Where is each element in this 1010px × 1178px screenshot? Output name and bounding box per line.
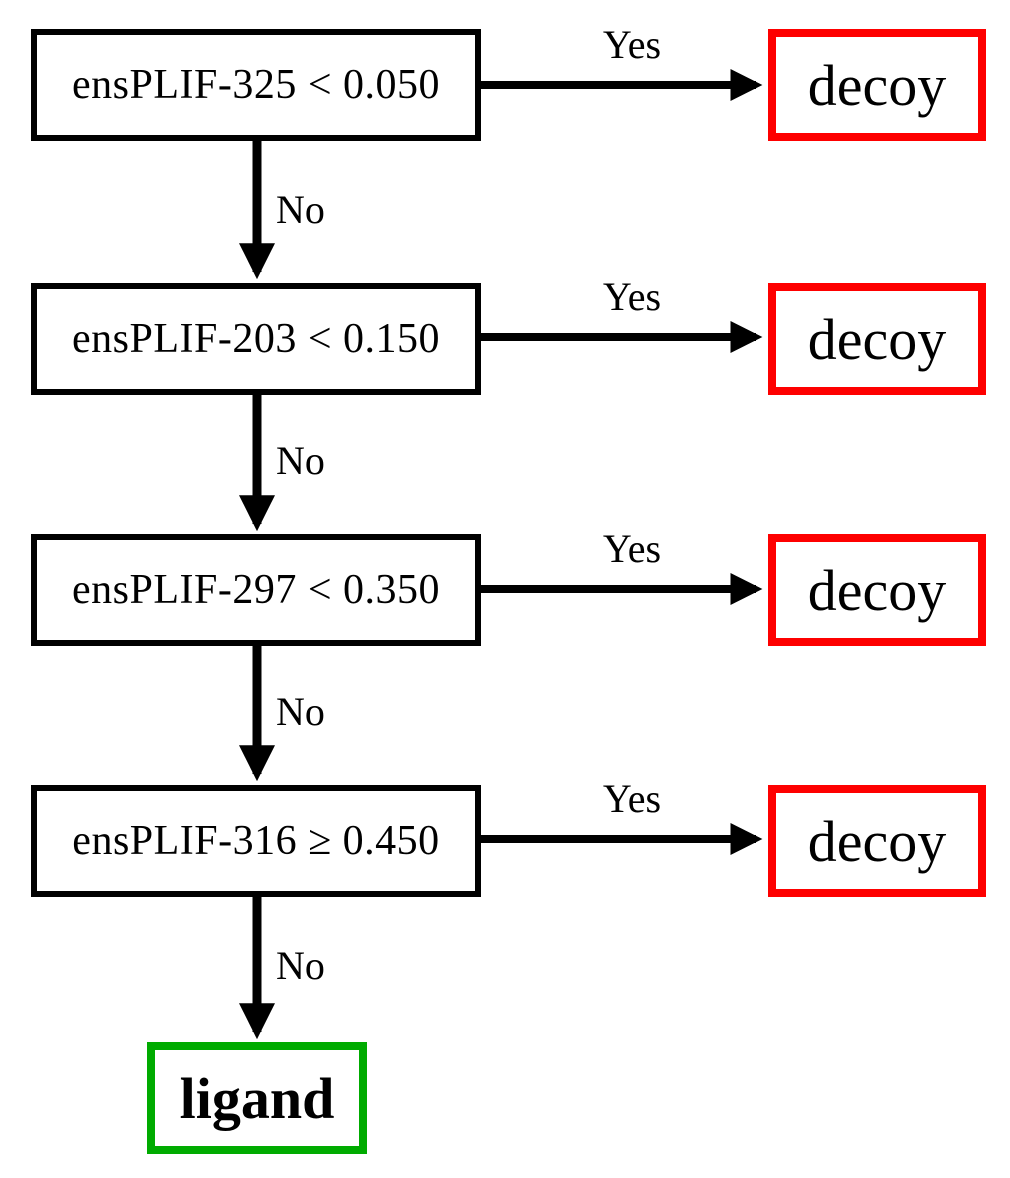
yes-edge-label-4: Yes <box>602 776 662 821</box>
condition-node-2: ensPLIF-203 < 0.150 <box>31 283 481 395</box>
decoy-node-1: decoy <box>768 29 986 141</box>
decoy-node-4: decoy <box>768 785 986 897</box>
yes-edge-label-3: Yes <box>602 526 662 571</box>
no-edge-label-3: No <box>276 689 325 734</box>
no-edge-label-4: No <box>276 943 325 988</box>
no-edge-label-1: No <box>276 187 325 232</box>
decoy-node-2: decoy <box>768 283 986 395</box>
ligand-node: ligand <box>147 1042 367 1154</box>
decoy-node-3: decoy <box>768 534 986 646</box>
yes-edge-label-1: Yes <box>602 22 662 67</box>
no-edge-label-2: No <box>276 438 325 483</box>
yes-edge-label-2: Yes <box>602 274 662 319</box>
condition-node-4: ensPLIF-316 ≥ 0.450 <box>31 785 481 897</box>
condition-node-1: ensPLIF-325 < 0.050 <box>31 29 481 141</box>
condition-node-3: ensPLIF-297 < 0.350 <box>31 534 481 646</box>
